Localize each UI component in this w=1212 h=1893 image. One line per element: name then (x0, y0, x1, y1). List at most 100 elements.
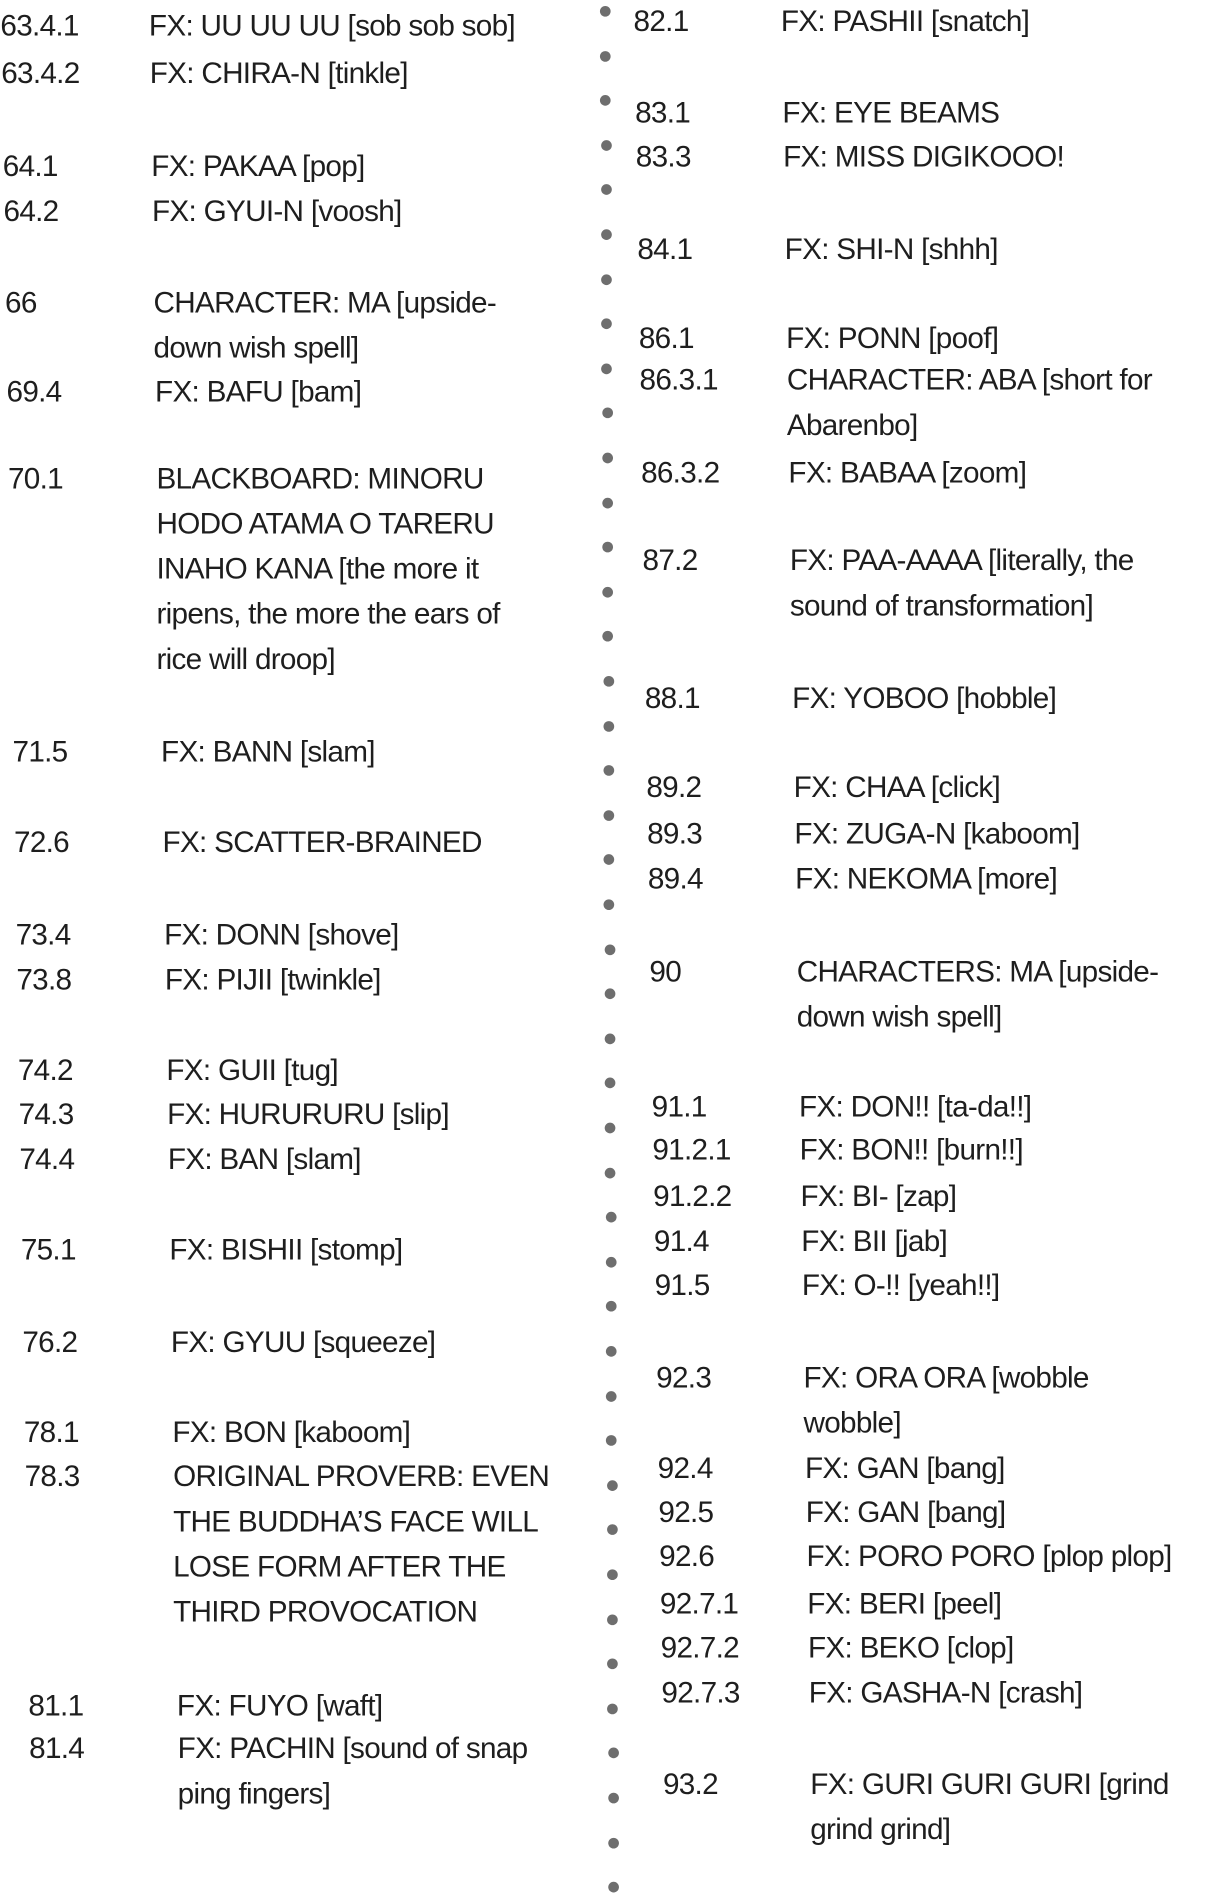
divider-dot (604, 1033, 616, 1045)
entry-line: CHARACTER: MA [upside- (153, 286, 497, 320)
entry-page-ref: 70.1 (7, 462, 64, 496)
entry-page-ref: 81.4 (29, 1732, 85, 1766)
entry-translation: FX: CHIRA-N [tinkle] (150, 51, 409, 96)
entry-page-ref: 92.7.3 (661, 1676, 740, 1710)
entry-line: FX: GUII [tug] (166, 1053, 338, 1088)
entry-translation: FX: BI- [zap] (800, 1174, 957, 1219)
entry-line: down wish spell] (153, 331, 360, 365)
entry-page-ref: 82.1 (633, 4, 690, 39)
entry-page-ref: 91.2.2 (653, 1179, 732, 1213)
entry-translation: FX: BERI [peel] (807, 1581, 1002, 1626)
entry-translation: FX: BANN [slam] (161, 729, 375, 774)
entry-translation: FX: PONN [poof] (786, 316, 999, 361)
entry-translation: FX: GAN [bang] (805, 1446, 1005, 1491)
entry-line: FX: DON!! [ta-da!!] (798, 1090, 1032, 1124)
entry-line: FX: BERI [peel] (807, 1587, 1002, 1621)
entry-page-ref: 78.1 (23, 1416, 80, 1450)
entry-line: FX: DONN [shove] (164, 918, 399, 952)
entry-page-ref: 66 (5, 286, 37, 320)
divider-dot (600, 139, 612, 151)
divider-dot (601, 318, 613, 330)
entry-page-ref: 78.3 (24, 1460, 81, 1494)
entry-translation: FX: GAN [bang] (806, 1490, 1006, 1535)
entry-page-ref: 89.2 (646, 771, 702, 805)
entry-translation: FX: BAN [slam] (168, 1137, 362, 1182)
entry-translation: FX: NEKOMA [more] (795, 857, 1058, 902)
entry-line: ripens, the more the ears of (156, 597, 500, 631)
divider-dot (607, 1614, 618, 1625)
divider-dot (607, 1703, 619, 1715)
entry-translation: FX: PORO PORO [plop plop] (806, 1534, 1172, 1579)
entry-translation: FX: YOBOO [hobble] (792, 676, 1057, 721)
entry-translation: FX: DONN [shove] (164, 912, 399, 957)
entry-line: FX: ORA ORA [wobble (803, 1361, 1089, 1395)
entry-page-ref: 69.4 (6, 375, 63, 409)
divider-dot (605, 1301, 617, 1313)
divider-dot (603, 809, 615, 821)
entry-translation: FX: GASHA-N [crash] (809, 1670, 1083, 1715)
divider-dot (605, 1346, 617, 1357)
entry-line: FX: GYUU [squeeze] (170, 1325, 436, 1360)
entry-page-ref: 93.2 (662, 1767, 719, 1802)
entry-page-ref: 83.1 (635, 96, 691, 130)
divider-dot (607, 1792, 619, 1804)
entry-line: Abarenbo] (786, 408, 918, 442)
entry-translation: FX: BON!! [burn!!] (799, 1127, 1024, 1172)
entry-translation: FX: PIJII [twinkle] (165, 958, 382, 1003)
entry-page-ref: 75.1 (20, 1233, 77, 1267)
divider-dot (601, 363, 613, 374)
entry-page-ref: 91.4 (653, 1224, 710, 1259)
entry-page-ref: 91.1 (651, 1090, 708, 1124)
divider-dot (606, 1480, 618, 1491)
entry-line: FX: ZUGA-N [kaboom] (794, 817, 1080, 851)
divider-dot (600, 184, 612, 196)
entry-translation: FX: BII [jab] (801, 1219, 948, 1264)
entry-page-ref: 76.2 (22, 1325, 78, 1360)
entry-line: FX: BABAA [zoom] (788, 456, 1027, 490)
entry-page-ref: 73.4 (15, 918, 72, 952)
entry-page-ref: 81.1 (28, 1689, 84, 1723)
entry-line: FX: O-!! [yeah!!] (801, 1268, 1000, 1303)
divider-dot (600, 50, 611, 62)
entry-line: FX: PAKAA [pop] (151, 149, 365, 183)
divider-dot (607, 1658, 619, 1670)
entry-translation: FX: FUYO [waft] (177, 1683, 383, 1728)
entry-line: FX: BISHII [stomp] (169, 1233, 403, 1267)
entry-line: HODO ATAMA O TARERU (156, 507, 494, 541)
entry-line: FX: GAN [bang] (805, 1495, 1006, 1529)
entry-page-ref: 64.2 (3, 194, 60, 229)
entry-line: FX: BI- [zap] (800, 1179, 957, 1213)
divider-dot (603, 899, 615, 911)
divider-dot (606, 1390, 617, 1402)
divider-dot (602, 541, 614, 553)
entry-line: INAHO KANA [the more it (156, 552, 479, 586)
entry-page-ref: 86.3.1 (639, 363, 719, 397)
entry-translation: FX: BAFU [bam] (155, 369, 362, 414)
entry-translation: FX: GYUU [squeeze] (170, 1320, 436, 1365)
entry-line: FX: HURURURU [slip] (167, 1097, 450, 1131)
divider-dot (608, 1837, 619, 1849)
entry-translation: CHARACTER: MA [upside-down wish spell] (153, 280, 497, 370)
divider-dot (604, 943, 615, 955)
entry-line: FX: BII [jab] (801, 1224, 948, 1259)
entry-line: FX: BON!! [burn!!] (799, 1133, 1024, 1167)
entry-page-ref: 92.4 (657, 1451, 714, 1485)
entry-page-ref: 63.4.1 (0, 9, 79, 43)
entry-page-ref: 74.4 (19, 1142, 75, 1177)
entry-line: FX: FUYO [waft] (176, 1689, 383, 1723)
entry-line: down wish spell] (796, 1000, 1003, 1034)
entry-page-ref: 89.3 (647, 817, 703, 851)
entry-line: FX: UU UU UU [sob sob sob] (148, 9, 516, 43)
entry-page-ref: 74.2 (17, 1053, 74, 1088)
entry-translation: FX: O-!! [yeah!!] (802, 1263, 1000, 1308)
entry-line: FX: CHAA [click] (793, 771, 1001, 805)
entry-page-ref: 92.6 (659, 1539, 715, 1573)
entry-line: FX: BON [kaboom] (172, 1416, 411, 1450)
entry-line: rice will droop] (156, 642, 335, 676)
